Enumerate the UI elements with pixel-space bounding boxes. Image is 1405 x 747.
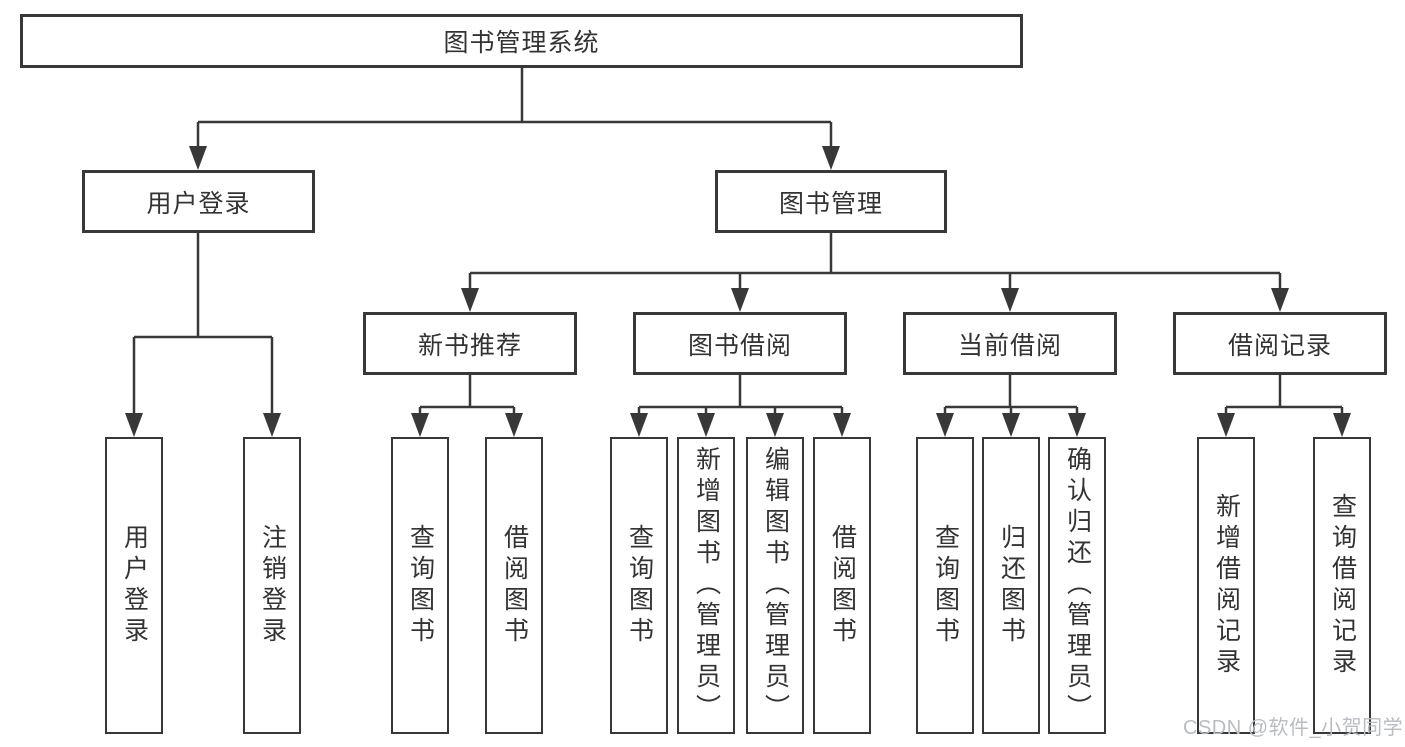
node-book-borrowing: 图书借阅 xyxy=(633,312,847,375)
node-label: 查询图书 xyxy=(406,523,435,648)
node-query-borrow-record: 查询借阅记录 xyxy=(1313,437,1371,734)
node-label: 编辑图书（管理员） xyxy=(761,446,790,725)
node-edit-book-admin: 编辑图书（管理员） xyxy=(746,437,804,734)
node-library-management-system: 图书管理系统 xyxy=(20,14,1023,68)
node-query-books-borrowing: 查询图书 xyxy=(610,437,668,734)
node-book-management: 图书管理 xyxy=(715,170,947,233)
node-return-book: 归还图书 xyxy=(982,437,1040,734)
node-logout: 注销登录 xyxy=(243,437,301,734)
node-label: 当前借阅 xyxy=(957,331,1062,360)
node-label: 图书管理 xyxy=(778,189,883,218)
node-label: 图书管理系统 xyxy=(443,29,600,57)
node-new-book-recommendation: 新书推荐 xyxy=(363,312,577,375)
node-label: 借阅图书 xyxy=(828,523,857,648)
node-label: 用户登录 xyxy=(120,523,149,648)
node-label: 借阅图书 xyxy=(500,523,529,648)
node-label: 新书推荐 xyxy=(417,331,522,360)
node-label: 确认归还（管理员） xyxy=(1063,446,1092,725)
node-confirm-return-admin: 确认归还（管理员） xyxy=(1048,437,1106,734)
node-add-book-admin: 新增图书（管理员） xyxy=(677,437,735,734)
node-label: 新增图书（管理员） xyxy=(692,446,721,725)
node-label: 用户登录 xyxy=(146,189,251,218)
node-add-borrow-record: 新增借阅记录 xyxy=(1197,437,1255,734)
node-label: 新增借阅记录 xyxy=(1212,492,1241,679)
node-label: 查询借阅记录 xyxy=(1328,492,1357,679)
node-label: 借阅记录 xyxy=(1227,331,1332,360)
node-query-books-recommend: 查询图书 xyxy=(391,437,449,734)
node-label: 查询图书 xyxy=(625,523,654,648)
node-label: 图书借阅 xyxy=(687,331,792,360)
node-current-borrowing: 当前借阅 xyxy=(903,312,1117,375)
node-query-books-current: 查询图书 xyxy=(916,437,974,734)
node-label: 注销登录 xyxy=(258,523,287,648)
node-label: 查询图书 xyxy=(931,523,960,648)
watermark-text: CSDN @软件_小贺同学 xyxy=(1183,717,1404,739)
node-borrow-books-borrowing: 借阅图书 xyxy=(813,437,871,734)
node-label: 归还图书 xyxy=(997,523,1026,648)
node-borrowing-records: 借阅记录 xyxy=(1173,312,1387,375)
node-user-login: 用户登录 xyxy=(105,437,163,734)
node-borrow-books-recommend: 借阅图书 xyxy=(485,437,543,734)
node-user-login-branch: 用户登录 xyxy=(82,170,315,233)
